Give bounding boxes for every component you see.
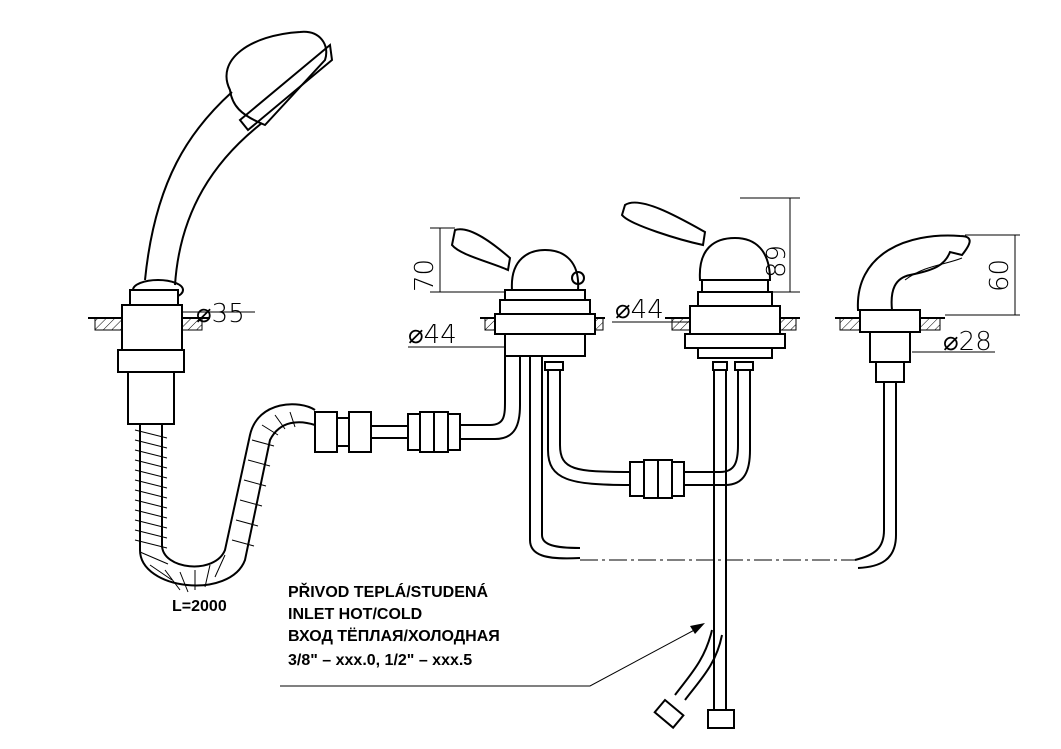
spout-diameter-label: ⌀28: [943, 327, 992, 357]
hand-shower: [88, 30, 334, 425]
shower-diameter-label: ⌀35: [196, 299, 245, 329]
valve-right-diameter-label: ⌀44: [615, 295, 664, 325]
valve-right-height-label: 89: [762, 245, 792, 278]
note-line-ru: ВХОД ТЁПЛАЯ/ХОЛОДНАЯ: [288, 627, 500, 645]
leader-arrowhead: [690, 623, 705, 634]
inlet-pipes: [529, 356, 855, 730]
hose-length-label: L=2000: [172, 598, 227, 615]
shower-hose: [134, 355, 521, 593]
note-line-cz: PŘIVOD TEPLÁ/STUDENÁ: [288, 582, 488, 601]
note-line-sizes: 3/8" – xxx.0, 1/2" – xxx.5: [288, 652, 472, 669]
valve-left-height-label: 70: [410, 259, 440, 292]
leader-line: [280, 626, 701, 687]
valve-right: [612, 197, 800, 359]
valve-left-diameter-label: ⌀44: [408, 320, 457, 350]
spout-height-label: 60: [985, 259, 1015, 292]
spout: [835, 234, 1020, 569]
valve-left: [408, 227, 605, 357]
note-line-en: INLET HOT/COLD: [288, 606, 422, 623]
